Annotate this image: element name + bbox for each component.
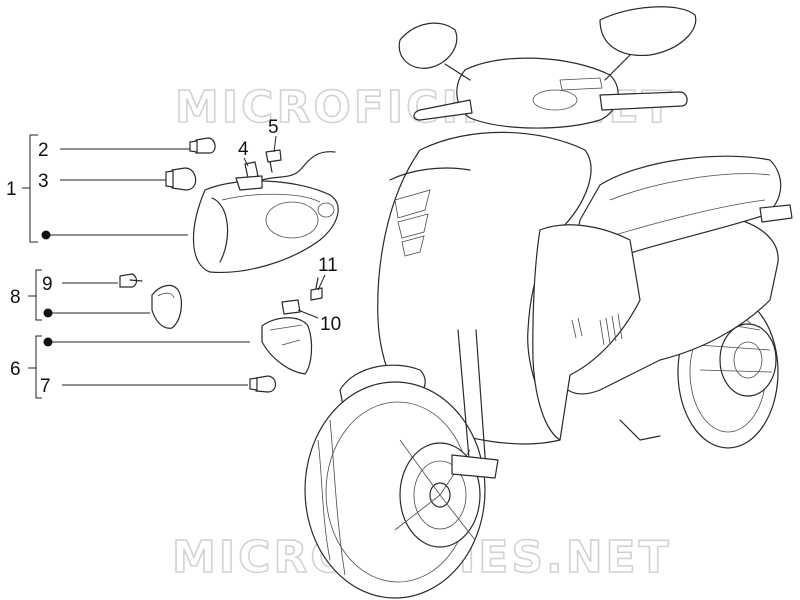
callout-8: 8 xyxy=(10,287,21,308)
part-2-bulb xyxy=(189,137,216,154)
floor-panel xyxy=(532,224,641,441)
part-9-screw xyxy=(119,273,143,288)
headlight-wire xyxy=(261,151,336,181)
callout-6: 6 xyxy=(10,359,21,380)
callout-9: 9 xyxy=(42,274,53,295)
callout-11: 11 xyxy=(318,255,338,276)
callout-1: 1 xyxy=(6,179,17,200)
part-6-turn-signal xyxy=(261,317,313,375)
headlight-assembly xyxy=(193,175,339,274)
leader-lines xyxy=(22,134,326,399)
part-10-clip xyxy=(281,299,301,315)
part-11-screw xyxy=(310,277,323,301)
mirror-left xyxy=(398,22,458,69)
front-wheel xyxy=(304,381,486,599)
callout-2: 2 xyxy=(38,140,49,161)
callout-10: 10 xyxy=(320,314,341,335)
callout-4: 4 xyxy=(238,139,249,160)
mirror-right xyxy=(599,6,697,57)
callout-3: 3 xyxy=(38,171,49,192)
part-5-screw xyxy=(265,149,282,173)
callout-7: 7 xyxy=(40,376,51,397)
front-fork xyxy=(457,329,487,471)
part-3-bulb xyxy=(165,167,197,191)
part-7-bulb xyxy=(249,375,277,393)
scooter-illustration xyxy=(304,6,793,599)
headset xyxy=(456,57,619,129)
callout-5: 5 xyxy=(268,117,279,138)
callout-numbers: 1 2 3 4 5 8 9 11 10 6 7 xyxy=(6,117,341,397)
part-8-lens xyxy=(151,284,182,329)
